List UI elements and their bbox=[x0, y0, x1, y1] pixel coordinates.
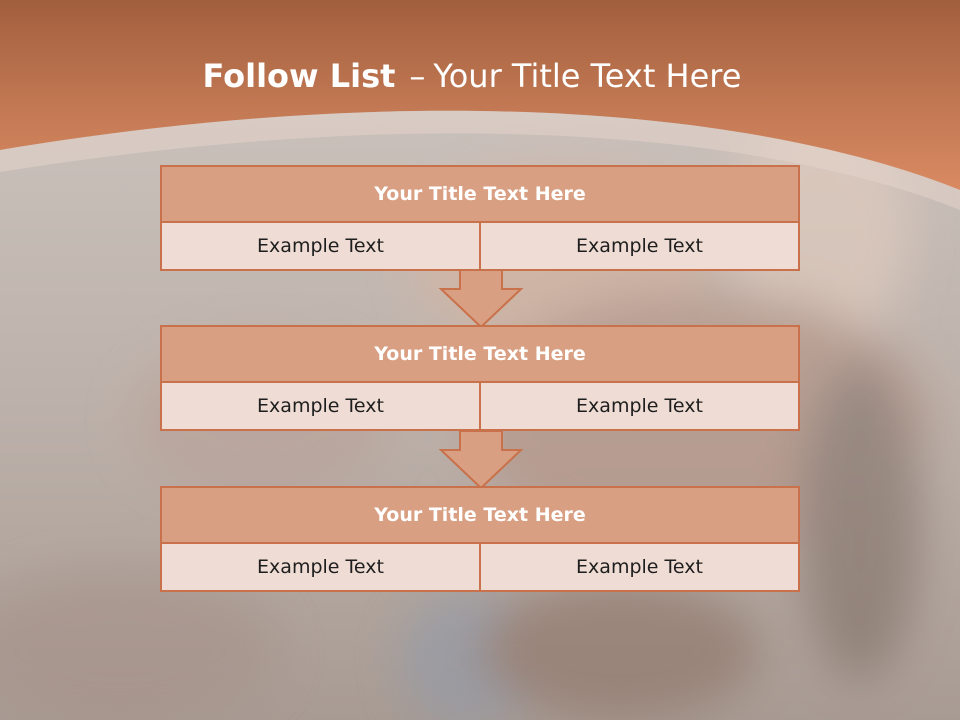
down-arrow-icon bbox=[438, 431, 524, 490]
step-left-text: Example Text bbox=[257, 235, 384, 257]
step-box-2: Your Title Text Here Example Text Exampl… bbox=[160, 325, 800, 431]
title-bold: Follow List bbox=[202, 57, 396, 95]
step-right-text: Example Text bbox=[479, 544, 798, 590]
step-row: Example Text Example Text bbox=[162, 544, 798, 590]
down-arrow-icon bbox=[438, 270, 524, 329]
step-left-text: Example Text bbox=[257, 556, 384, 578]
header-band bbox=[0, 0, 960, 210]
step-title: Your Title Text Here bbox=[162, 327, 798, 383]
step-box-3: Your Title Text Here Example Text Exampl… bbox=[160, 486, 800, 592]
title-dash: – bbox=[409, 57, 426, 95]
step-row: Example Text Example Text bbox=[162, 383, 798, 429]
step-row: Example Text Example Text bbox=[162, 223, 798, 269]
step-title: Your Title Text Here bbox=[162, 167, 798, 223]
step-title: Your Title Text Here bbox=[162, 488, 798, 544]
step-left-text: Example Text bbox=[257, 395, 384, 417]
title-rest: Your Title Text Here bbox=[433, 57, 742, 95]
step-right-text: Example Text bbox=[479, 223, 798, 269]
step-right-text: Example Text bbox=[479, 383, 798, 429]
page-title: Follow List–Your Title Text Here bbox=[0, 54, 944, 98]
step-box-1: Your Title Text Here Example Text Exampl… bbox=[160, 165, 800, 271]
